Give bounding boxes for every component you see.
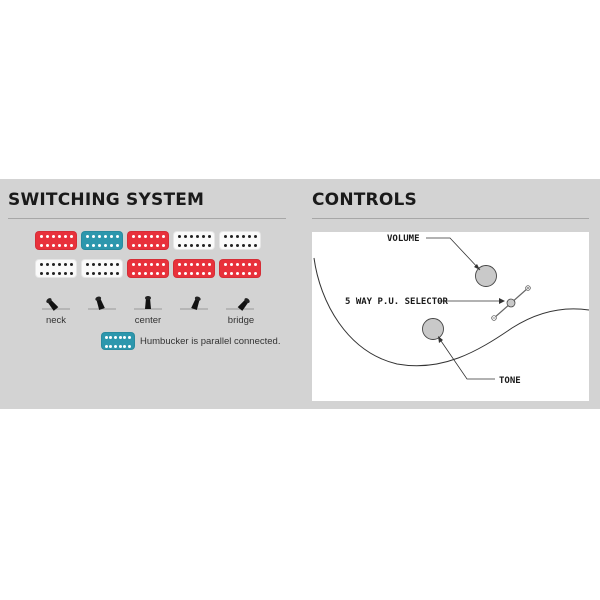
body-outline — [313, 257, 590, 367]
controls-svg: VOLUME 5 WAY P.U. SELECTOR TONE — [313, 234, 590, 386]
selector-switch-icon — [226, 298, 254, 311]
controls-divider — [312, 218, 589, 219]
pickup-bottom-pos1 — [35, 259, 77, 278]
switching-system-heading: SWITCHING SYSTEM — [8, 190, 205, 210]
tone-knob — [422, 318, 444, 340]
controls-diagram: VOLUME 5 WAY P.U. SELECTOR TONE — [312, 232, 590, 401]
position-label-center: center — [134, 315, 162, 326]
switching-divider — [8, 218, 286, 219]
legend-text: Humbucker is parallel connected. — [140, 336, 281, 347]
pickup-top-pos5 — [219, 231, 261, 250]
pickup-top-pos2 — [81, 231, 123, 250]
volume-leader — [426, 237, 481, 271]
selector-switch-icon — [42, 298, 70, 311]
pickup-top-pos4 — [173, 231, 215, 250]
pickup-bottom-pos2 — [81, 259, 123, 278]
selector-switch-icon — [180, 296, 208, 311]
controls-heading: CONTROLS — [312, 190, 417, 210]
selector-label: 5 WAY P.U. SELECTOR — [345, 297, 449, 307]
selector-switch-icon — [134, 296, 162, 310]
volume-label: VOLUME — [387, 234, 420, 244]
volume-knob — [475, 265, 497, 287]
selector-switch-icon — [88, 296, 116, 311]
position-label-neck: neck — [45, 315, 67, 326]
position-label-bridge: bridge — [227, 315, 255, 326]
pickup-bottom-pos4 — [173, 259, 215, 278]
tone-label: TONE — [499, 376, 521, 386]
tone-leader — [438, 337, 495, 380]
pickup-bottom-pos3 — [127, 259, 169, 278]
five-way-selector-icon — [491, 285, 531, 321]
legend-pickup-icon — [101, 332, 135, 350]
pickup-top-pos1 — [35, 231, 77, 250]
pickup-bottom-pos5 — [219, 259, 261, 278]
pickup-top-pos3 — [127, 231, 169, 250]
